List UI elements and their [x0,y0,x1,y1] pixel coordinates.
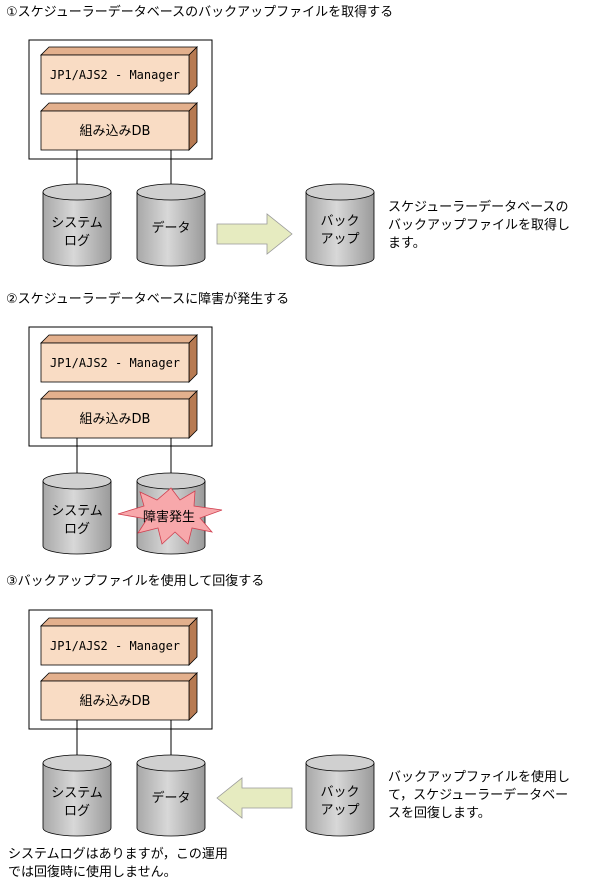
note-line: バックアップファイルを取得し [388,217,570,233]
left-arrow [216,777,293,819]
note-line: ます。 [388,236,426,251]
right-arrow [216,213,293,255]
cylinder-label: システム [51,216,103,231]
cylinder-label: ログ [64,804,90,819]
cylinder-label: システム [51,504,103,519]
embedded-db-box: 組み込みDB [40,672,198,721]
cylinder-label: アップ [320,232,359,247]
system-log-cylinder: システム ログ [42,183,112,267]
step2-heading: ②スケジューラーデータベースに障害が発生する [6,291,289,307]
db-label: 組み込みDB [80,124,151,139]
data-cylinder: データ [136,754,206,837]
server-frame [28,39,213,160]
manager-label: JP1/AJS2 - Manager [50,356,180,370]
backup-cylinder: バック アップ [305,754,375,837]
failure-burst: 障害発生 [117,487,223,545]
system-log-cylinder: システム ログ [42,472,112,555]
note-line: スケジューラーデータベースの [388,199,568,215]
cylinder-label: バック [320,214,359,229]
manager-label: JP1/AJS2 - Manager [50,68,180,82]
backup-cylinder: バック アップ [305,183,375,267]
server-frame [28,326,213,447]
cylinder-label: データ [151,220,190,236]
step1-heading: ①スケジューラーデータベースのバックアップファイルを取得する [6,4,393,20]
footnote-line: システムログはありますが，この運用 [8,847,228,862]
db-label: 組み込みDB [80,412,151,427]
server-frame [28,609,213,730]
cylinder-label: システム [51,786,103,801]
manager-box: JP1/AJS2 - Manager [40,617,198,666]
note-line: スを回復します。 [388,805,491,821]
embedded-db-box: 組み込みDB [40,102,198,151]
note-line: バックアップファイルを使用し [388,769,570,785]
cylinder-label: ログ [64,522,90,537]
db-label: 組み込みDB [80,694,151,709]
manager-box: JP1/AJS2 - Manager [40,46,198,95]
cylinder-label: バック [320,785,359,800]
note-line: て，スケジューラーデータベー [388,787,568,803]
data-cylinder: データ [136,183,206,267]
manager-label: JP1/AJS2 - Manager [50,639,180,653]
cylinder-label: アップ [320,803,359,818]
failure-label: 障害発生 [143,509,195,525]
manager-box: JP1/AJS2 - Manager [40,334,198,383]
cylinder-label: データ [151,790,190,806]
system-log-cylinder: システム ログ [42,754,112,837]
embedded-db-box: 組み込みDB [40,390,198,439]
footnote-line: では回復時に使用しません。 [8,864,177,880]
step3-heading: ③バックアップファイルを使用して回復する [6,573,264,589]
cylinder-label: ログ [64,234,90,249]
